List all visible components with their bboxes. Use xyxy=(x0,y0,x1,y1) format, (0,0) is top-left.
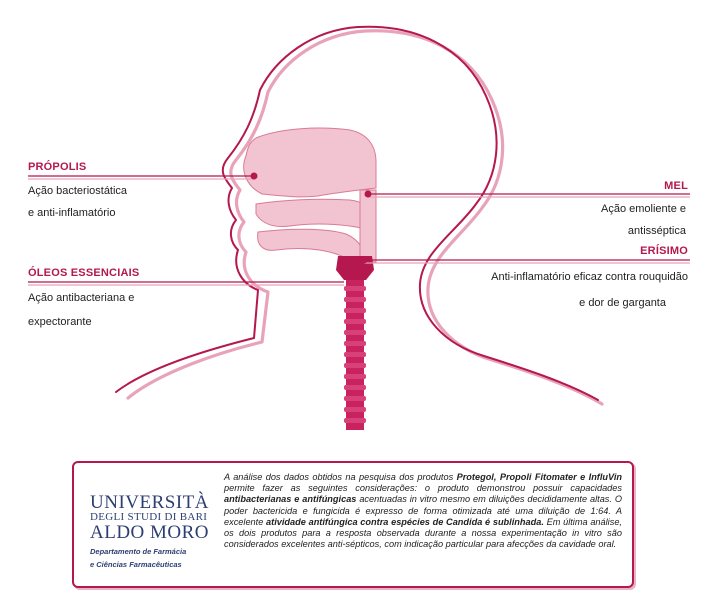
nasal-cavity xyxy=(243,127,377,198)
leader-dots xyxy=(250,172,372,264)
oleos-description: Ação antibacteriana e expectorante xyxy=(28,292,135,328)
head-outline-shadow xyxy=(126,29,604,406)
mel-dot xyxy=(364,190,372,198)
logo-line-2: DEGLI STUDI DI BARI xyxy=(90,511,208,523)
erisimo-title: ERÍSIMO xyxy=(640,245,688,257)
oleos-title: ÓLEOS ESSENCIAIS xyxy=(28,267,140,279)
department-line-1: Departamento de Farmácia xyxy=(90,547,187,556)
propolis-description: Ação bacteriostática e anti-inflamatório xyxy=(28,185,128,219)
pharynx xyxy=(359,189,377,263)
logo-line-1: UNIVERSITÀ xyxy=(90,492,209,513)
mel-description: Ação emoliente e antisséptica xyxy=(601,203,686,237)
mel-title: MEL xyxy=(664,180,688,192)
propolis-title: PRÓPOLIS xyxy=(28,161,87,173)
leader-lines xyxy=(28,175,690,286)
logo-line-3: ALDO MORO xyxy=(90,522,210,543)
palate xyxy=(255,198,377,233)
propolis-dot xyxy=(250,172,258,180)
head-outline xyxy=(115,25,599,401)
university-logo: UNIVERSITÀ DEGLI STUDI DI BARI ALDO MORO… xyxy=(90,493,220,569)
trachea-rings xyxy=(344,286,366,423)
info-paragraph: A análise dos dados obtidos na pesquisa … xyxy=(224,472,622,550)
info-box: UNIVERSITÀ DEGLI STUDI DI BARI ALDO MORO… xyxy=(72,461,634,588)
erisimo-description: Anti-inflamatório eficaz contra rouquidã… xyxy=(491,271,688,309)
department-line-2: e Ciências Farmacêuticas xyxy=(90,560,182,569)
erisimo-dot xyxy=(360,256,368,264)
